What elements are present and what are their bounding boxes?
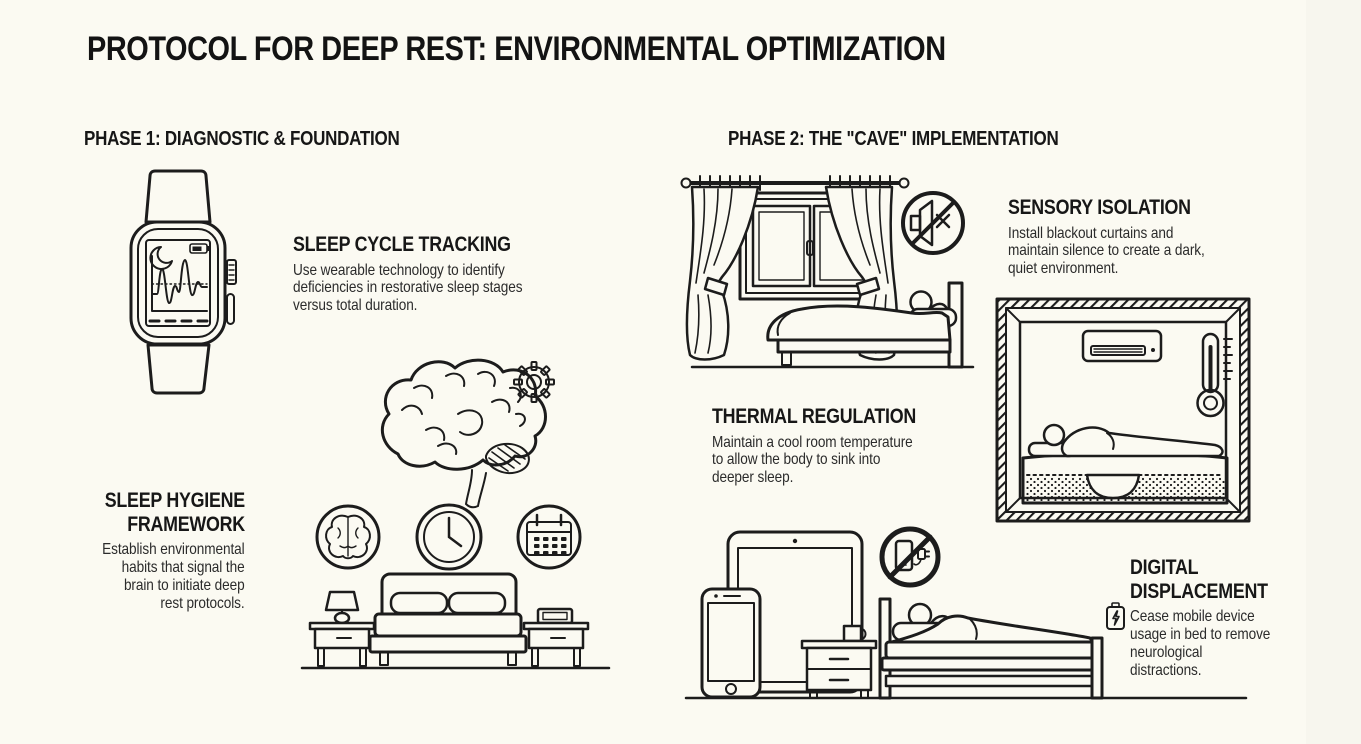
section-sleep-cycle-tracking: SLEEP CYCLE TRACKING Use wearable techno…	[293, 233, 653, 315]
bed-frame	[776, 338, 952, 354]
gear-icon	[513, 361, 555, 403]
watch-bottom-strap	[146, 343, 211, 395]
phase2-heading: PHASE 2: THE "CAVE" IMPLEMENTATION	[728, 128, 1059, 150]
section-thermal-regulation: THERMAL REGULATION Maintain a cool room …	[712, 405, 1012, 487]
curtain-tieback	[703, 276, 729, 297]
sleep-hygiene-framework-title: SLEEP HYGIENE FRAMEWORK	[104, 489, 245, 536]
watch-side-button	[226, 293, 235, 325]
section-sleep-hygiene-framework: SLEEP HYGIENE FRAMEWORK Establish enviro…	[18, 489, 246, 613]
insulated-room-illustration	[995, 297, 1251, 523]
sleep-cycle-tracking-body: Use wearable technology to identify defi…	[293, 261, 523, 315]
sleeping-person-bed	[766, 281, 964, 369]
battery-charging-icon	[1106, 602, 1125, 630]
bed-foot-post	[1090, 636, 1104, 700]
window-pane	[751, 204, 812, 288]
sleeping-person	[1027, 423, 1224, 458]
watch-top-strap	[144, 169, 212, 224]
clock-circle-icon	[415, 503, 483, 571]
brain-circle-icon	[315, 504, 381, 570]
section-sensory-isolation: SENSORY ISOLATION Install blackout curta…	[1008, 196, 1308, 278]
nightstand-with-mug	[800, 624, 878, 699]
pillow	[447, 591, 507, 615]
sinking-mattress	[1021, 452, 1229, 505]
window-handle	[806, 240, 814, 256]
battery-icon	[189, 243, 208, 254]
smartwatch-sleep-tracker-illustration	[129, 169, 237, 395]
curtain-rings	[699, 175, 891, 191]
watch-crown	[226, 259, 237, 285]
watch-screen	[145, 239, 211, 327]
sensory-isolation-title: SENSORY ISOLATION	[1008, 196, 1191, 219]
sleeping-person-bed	[878, 597, 1104, 700]
mattress-sink	[1085, 473, 1141, 500]
blanket	[766, 304, 952, 342]
muted-speaker-icon	[901, 191, 965, 255]
cerebellum	[485, 442, 530, 475]
air-conditioner-icon	[1081, 329, 1163, 363]
body-blanket	[1060, 426, 1224, 458]
curtain-left	[685, 185, 760, 361]
sleep-wave-chart	[151, 258, 208, 305]
digital-displacement-illustration	[684, 526, 1248, 700]
page-title: PROTOCOL FOR DEEP REST: ENVIRONMENTAL OP…	[87, 30, 946, 68]
bed-with-nightstands-illustration	[300, 572, 611, 670]
brain-stem	[465, 469, 487, 509]
bed-lower-rail	[884, 674, 1100, 688]
mattress	[884, 640, 1100, 660]
digital-displacement-title: DIGITAL DISPLACEMENT	[1130, 556, 1268, 603]
left-nightstand	[308, 590, 376, 667]
lamp-icon	[324, 590, 360, 612]
bed-rail	[880, 656, 1104, 672]
section-digital-displacement: DIGITAL DISPLACEMENT Cease mobile device…	[1130, 556, 1340, 680]
thermal-regulation-body: Maintain a cool room temperature to allo…	[712, 433, 913, 487]
sleeper-head	[1042, 423, 1066, 447]
blanket	[890, 614, 1096, 646]
sensory-isolation-body: Install blackout curtains and maintain s…	[1008, 224, 1205, 278]
thermal-regulation-title: THERMAL REGULATION	[712, 405, 916, 428]
brain-gear-illustration	[380, 358, 555, 509]
right-nightstand	[522, 607, 590, 667]
calendar-circle-icon	[516, 504, 582, 570]
bed-base	[368, 634, 528, 654]
habit-icons-row	[315, 503, 582, 571]
digital-displacement-body: Cease mobile device usage in bed to remo…	[1130, 608, 1271, 679]
smartphone-icon	[700, 587, 762, 699]
blackout-curtains-illustration	[680, 175, 975, 369]
sleep-cycle-tracking-title: SLEEP CYCLE TRACKING	[293, 233, 511, 256]
pillow	[389, 591, 449, 615]
phase1-heading: PHASE 1: DIAGNOSTIC & FOUNDATION	[84, 128, 400, 150]
sleep-hygiene-framework-body: Establish environmental habits that sign…	[102, 541, 246, 612]
mattress	[373, 612, 523, 638]
chart-axes	[151, 255, 208, 312]
thermometer-icon	[1196, 332, 1233, 418]
no-phone-charging-icon	[879, 526, 941, 588]
mug-icon	[842, 624, 863, 643]
moon-icon	[149, 246, 173, 270]
